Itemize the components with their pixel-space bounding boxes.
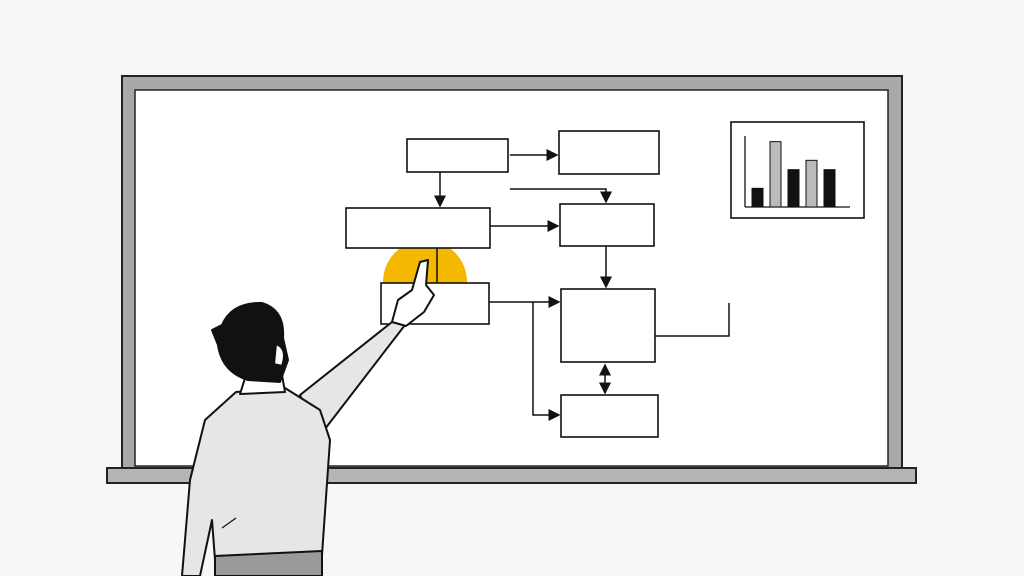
chart-bar (769, 141, 782, 208)
connectors (434, 149, 730, 421)
flow-box-4 (559, 203, 655, 247)
connector-line (655, 303, 730, 337)
shirt-fold (221, 517, 237, 529)
flow-box-3 (345, 207, 491, 249)
flow-box-6 (560, 288, 656, 363)
flowchart (345, 130, 660, 438)
chart-bar (805, 159, 818, 208)
chart-bar (787, 169, 800, 208)
chart-bar (751, 187, 764, 208)
person (181, 259, 435, 576)
chart-bar (823, 169, 836, 208)
trousers (214, 550, 323, 576)
flow-box-2 (558, 130, 660, 175)
mini-bar-chart (730, 121, 865, 219)
arrow (532, 302, 561, 421)
ear (273, 343, 285, 367)
flow-box-7 (560, 394, 659, 438)
head-hair (211, 301, 289, 383)
arrow (510, 188, 612, 204)
shirt (181, 387, 331, 576)
flow-box-1 (406, 138, 509, 173)
hand (391, 259, 435, 327)
